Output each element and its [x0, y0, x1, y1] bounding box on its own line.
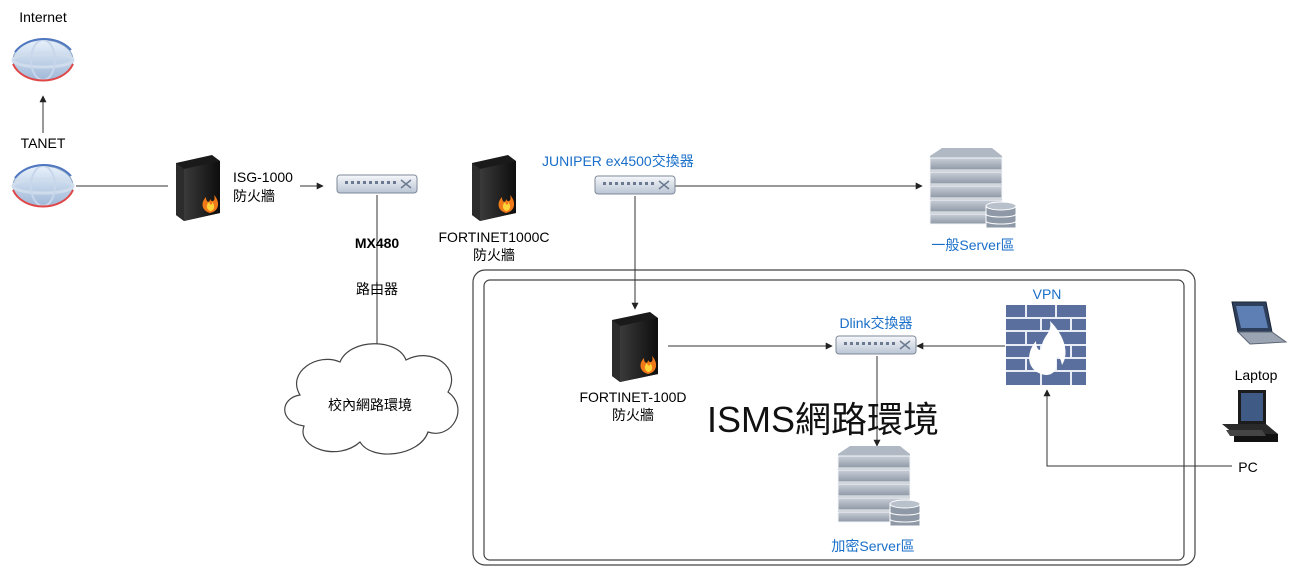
juniper-switch-icon	[594, 175, 676, 195]
fortinet100d-name-label: FORTINET-100D	[579, 389, 687, 405]
tanet-globe-icon	[11, 163, 75, 208]
fortinet100d-role-label: 防火牆	[612, 407, 654, 423]
juniper-label: JUNIPER ex4500交換器	[542, 153, 694, 169]
encrypted-server-icon	[837, 446, 921, 527]
pc-label: PC	[1238, 459, 1258, 475]
laptop-label: Laptop	[1234, 367, 1278, 383]
pc-to-vpn-link	[1043, 389, 1232, 467]
dlink-switch-icon	[835, 335, 917, 355]
tanet-label: TANET	[20, 135, 66, 151]
general-server-label: 一般Server區	[931, 237, 1015, 253]
fortinet100d-firewall-icon	[612, 312, 658, 382]
internet-globe-icon	[11, 37, 75, 82]
isg-role-label: 防火牆	[233, 188, 275, 204]
isms-zone-inner	[483, 279, 1185, 561]
encrypted-server-label: 加密Server區	[831, 538, 915, 554]
connectors	[39, 95, 1232, 467]
isms-zone-outer	[472, 269, 1196, 566]
general-server-icon	[929, 148, 1017, 229]
fortinet1000c-name-label: FORTINET1000C	[438, 229, 550, 245]
vpn-label: VPN	[1032, 286, 1062, 302]
fortinet1000c-role-label: 防火牆	[473, 247, 515, 263]
isg-firewall-icon	[176, 155, 220, 221]
vpn-firewall-icon	[1006, 305, 1086, 385]
pc-icon	[1222, 390, 1278, 442]
mx480-name-label: MX480	[354, 235, 400, 251]
dlink-label: Dlink交換器	[839, 315, 913, 331]
internet-label: Internet	[19, 9, 67, 25]
mx480-role-label: 路由器	[356, 281, 398, 297]
mx480-router-icon	[336, 174, 418, 194]
laptop-icon	[1231, 301, 1288, 345]
campus-cloud-shape	[284, 343, 459, 455]
isms-zone-label: ISMS網路環境	[707, 399, 940, 440]
isg-name-label: ISG-1000	[233, 169, 293, 185]
fortinet1000c-firewall-icon	[472, 155, 516, 221]
campus-cloud-label: 校內網路環境	[328, 397, 412, 413]
